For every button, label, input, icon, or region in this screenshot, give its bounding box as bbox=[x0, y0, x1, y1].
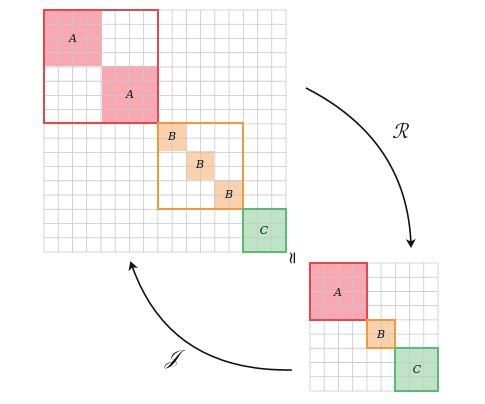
inject-operator-label: 𝒥 bbox=[164, 345, 186, 369]
large-label-A1: A bbox=[68, 32, 77, 45]
small-label-A: A bbox=[333, 286, 342, 299]
large-label-B1: B bbox=[167, 130, 176, 143]
large-label-A2: A bbox=[125, 88, 134, 101]
large-label-C: C bbox=[260, 224, 269, 237]
inject-arrow bbox=[128, 261, 293, 371]
large-matrix: A A B B B C bbox=[43, 9, 287, 253]
small-label-B: B bbox=[376, 328, 385, 341]
large-label-B2: B bbox=[195, 158, 204, 171]
reduce-operator-label: ℛ bbox=[392, 119, 410, 143]
large-block-A-border bbox=[43, 9, 159, 124]
small-label-C: C bbox=[413, 363, 422, 376]
small-block-C-border bbox=[394, 347, 439, 392]
equivalence-symbol: ≃ bbox=[283, 251, 303, 265]
small-block-B-border bbox=[366, 319, 396, 349]
large-block-C-border bbox=[242, 208, 287, 253]
large-block-C-fill bbox=[243, 209, 286, 252]
reduce-arrow bbox=[305, 87, 416, 248]
large-block-B2-fill bbox=[186, 151, 214, 180]
large-block-A2-fill bbox=[102, 66, 158, 123]
small-matrix: A B C bbox=[309, 262, 439, 392]
large-block-B3-fill bbox=[214, 180, 243, 209]
small-block-C-fill bbox=[395, 348, 438, 391]
large-label-B3: B bbox=[224, 188, 233, 201]
small-block-A-border bbox=[309, 262, 368, 321]
large-block-A1-fill bbox=[44, 10, 102, 66]
large-block-B-border bbox=[157, 122, 244, 210]
